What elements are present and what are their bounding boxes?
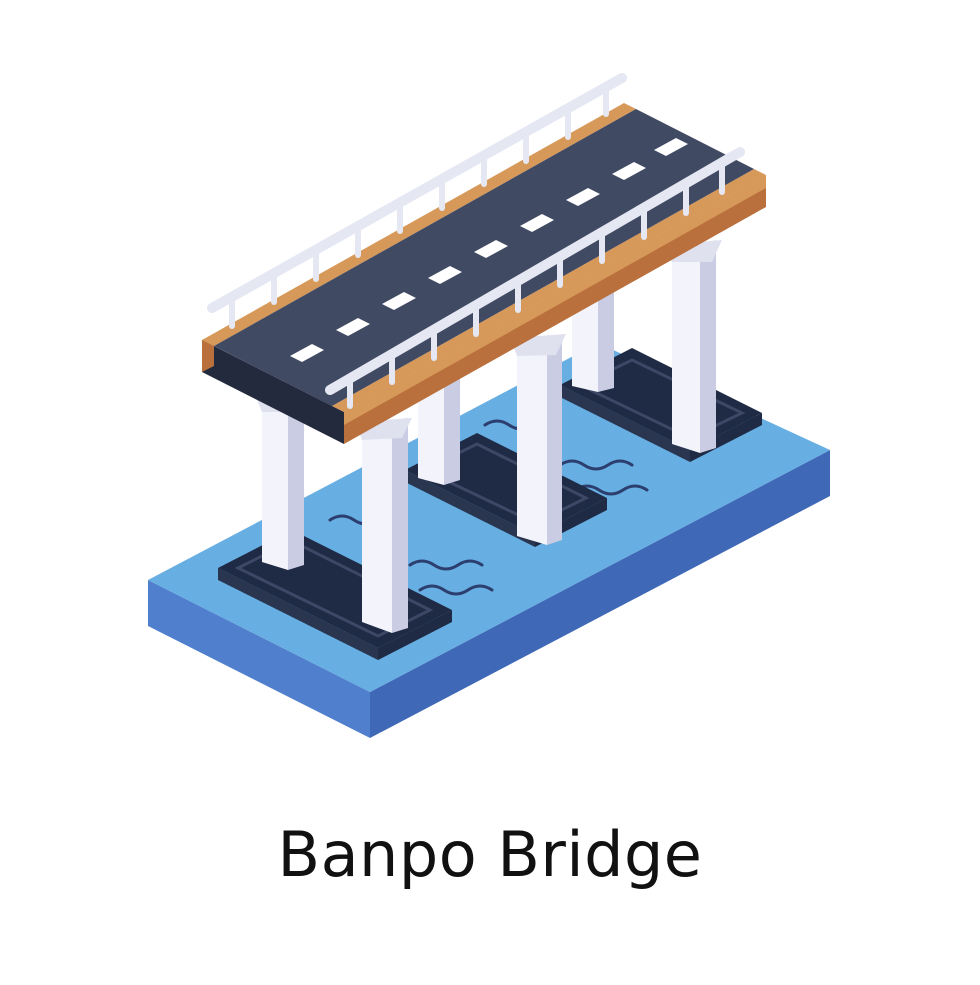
pillars	[255, 240, 722, 633]
railing-back	[207, 73, 627, 329]
caption-title: Banpo Bridge	[277, 818, 703, 891]
bridge-deck	[202, 103, 766, 444]
railing-front	[325, 147, 745, 409]
lane-markings	[290, 138, 688, 362]
